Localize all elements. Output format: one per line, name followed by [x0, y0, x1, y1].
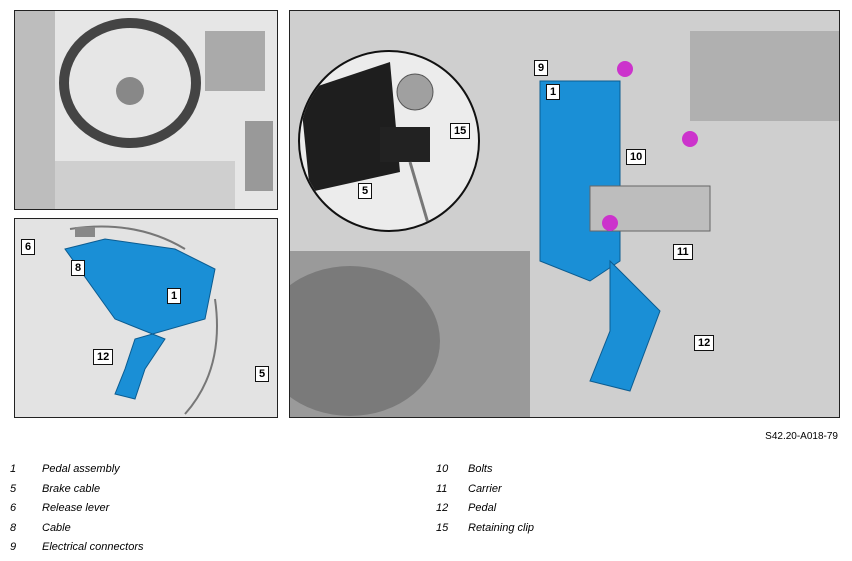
callout-9: 9 [534, 60, 549, 76]
legend-number: 15 [436, 521, 449, 534]
dashboard-overview-panel [14, 10, 278, 210]
legend-item: 8 Cable [10, 522, 390, 542]
legend-number: 1 [10, 463, 17, 475]
legend-number: 9 [10, 541, 17, 553]
legend-number: 5 [10, 482, 17, 495]
callout-1-small: 1 [167, 288, 182, 304]
pedal-assembly-panel: 6 8 1 12 5 [14, 218, 278, 418]
main-detail-panel: 9 1 10 11 12 [289, 10, 840, 418]
legend-label: Pedal [468, 502, 497, 514]
reference-code: S42.20-A018-79 [765, 431, 838, 442]
legend-label: Carrier [468, 482, 502, 495]
legend-label: Cable [42, 521, 71, 534]
legend-label: Pedal assembly [42, 463, 120, 475]
callout-11: 11 [673, 244, 693, 260]
callout-12-main: 12 [694, 335, 715, 351]
legend-number: 10 [436, 463, 449, 475]
callout-10: 10 [626, 149, 647, 165]
legend-item: 5 Brake cable [10, 483, 390, 503]
legend-right: 10 Bolts 11 Carrier 12 Pedal 15 Retaining clip [436, 463, 816, 541]
callout-5-zoom: 5 [358, 183, 373, 199]
legend-label: Electrical connectors [42, 541, 144, 553]
legend-label: Release lever [42, 502, 110, 514]
callout-12-small: 12 [93, 349, 114, 365]
legend-number: 6 [10, 502, 17, 514]
legend-label: Bolts [468, 463, 493, 475]
legend-label: Brake cable [42, 482, 101, 495]
legend-left: 1 Pedal assembly 5 Brake cable 6 Release leve… [10, 463, 390, 561]
retaining-clip-closeup [300, 62, 434, 230]
callout-5-small: 5 [255, 366, 270, 382]
callout-8: 8 [71, 260, 86, 276]
legend-item: 11 Carrier [436, 483, 816, 503]
legend-item: 1 Pedal assembly [10, 463, 390, 483]
legend-item: 15 Retaining clip [436, 522, 816, 542]
legend-item: 10 Bolts [436, 463, 816, 483]
legend-number: 8 [10, 521, 17, 534]
dashboard-illustration [15, 11, 277, 209]
legend-item: 12 Pedal [436, 502, 816, 522]
callout-1-main: 1 [546, 84, 561, 100]
legend-item: 9 Electrical connectors [10, 541, 390, 561]
callout-6: 6 [21, 239, 36, 255]
legend-number: 11 [436, 482, 448, 495]
legend-item: 6 Release lever [10, 502, 390, 522]
callout-15: 15 [450, 123, 471, 139]
legend-number: 12 [436, 502, 449, 514]
zoom-magnifier: 15 5 [298, 50, 480, 232]
legend-label: Retaining clip [468, 521, 535, 534]
pedal-assembly-illustration [15, 219, 277, 417]
